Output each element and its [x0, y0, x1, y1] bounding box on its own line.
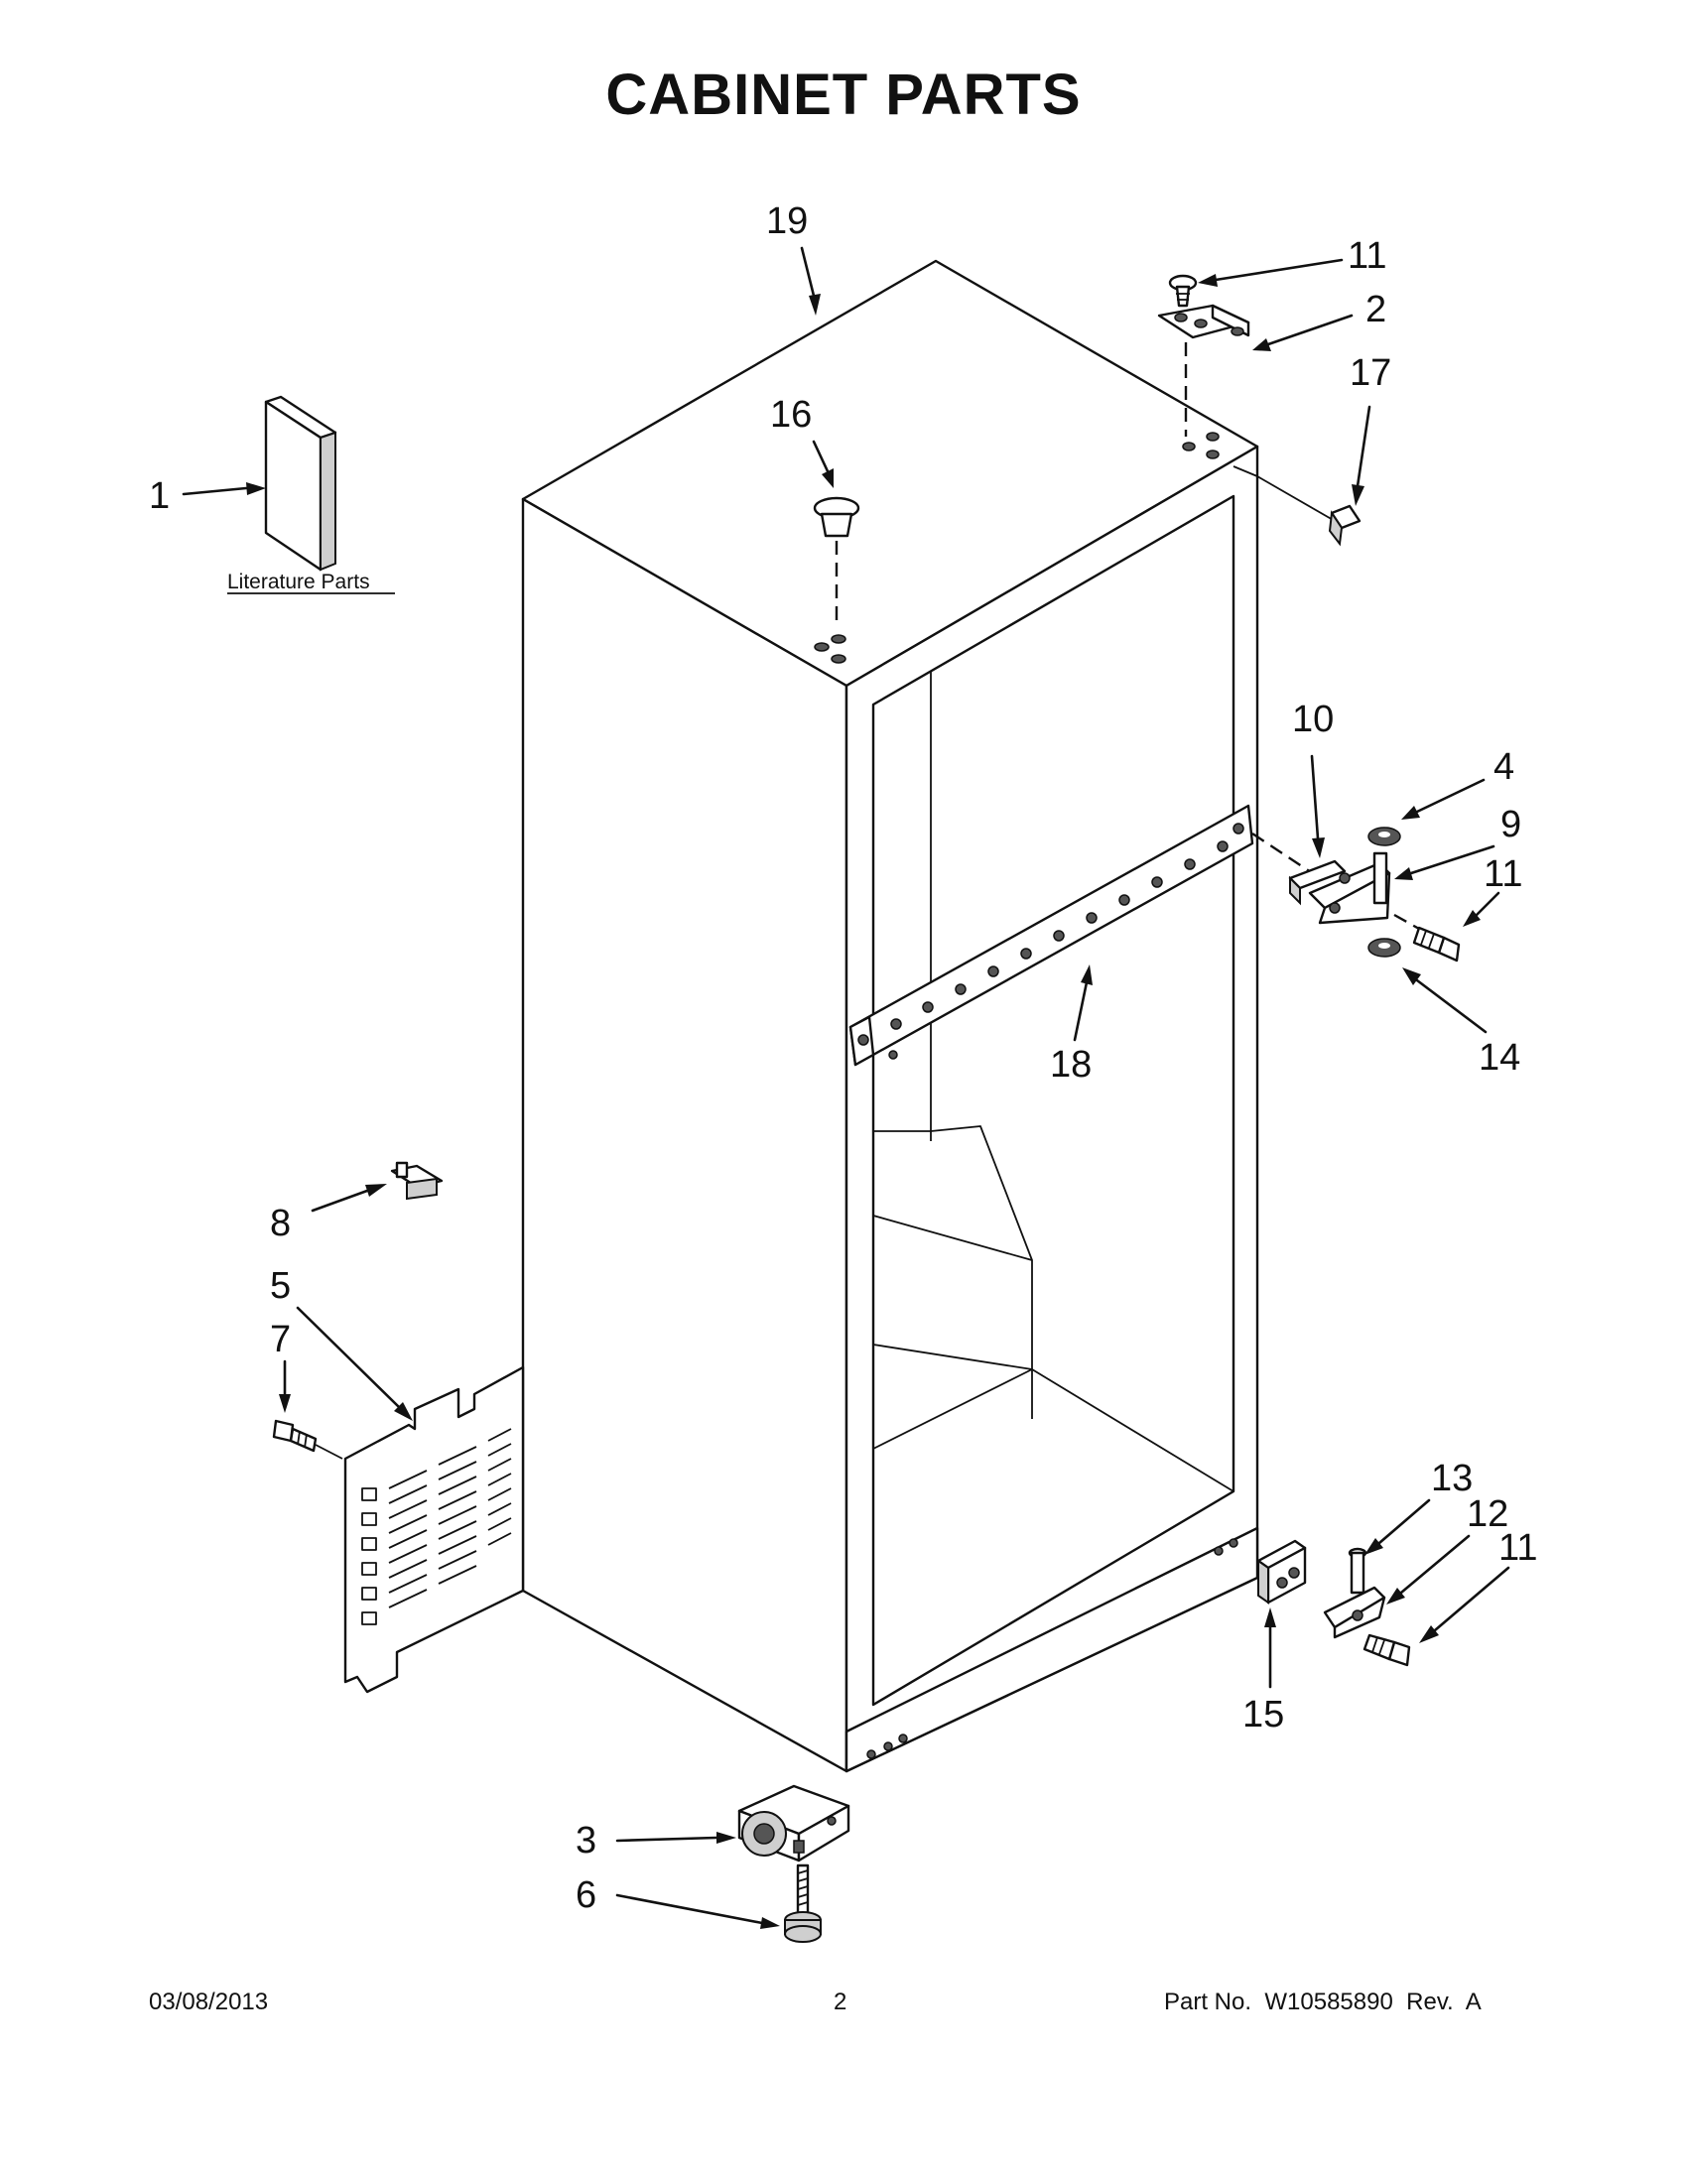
roller-assembly — [737, 1784, 850, 1863]
screw-top — [1168, 274, 1198, 308]
callout-8: 8 — [270, 1203, 291, 1244]
callout-10: 10 — [1292, 699, 1334, 740]
callout-11-top: 11 — [1348, 235, 1386, 277]
panel-screw — [272, 1419, 343, 1460]
callout-9: 9 — [1500, 804, 1521, 845]
middle-hinge-assembly — [1251, 827, 1445, 958]
screw-bottom — [1363, 1633, 1411, 1667]
leader-lines — [182, 246, 1510, 1929]
callout-7: 7 — [270, 1319, 291, 1360]
callout-17: 17 — [1350, 352, 1391, 394]
callout-16: 16 — [770, 394, 812, 436]
footer-page-number: 2 — [834, 1989, 847, 2015]
top-hinge — [1157, 304, 1250, 437]
callout-3: 3 — [576, 1820, 596, 1862]
footer-date: 03/08/2013 — [149, 1989, 269, 2015]
bottom-hinge-assembly — [1256, 1539, 1386, 1639]
center-hinge-bracket — [848, 804, 1254, 1067]
callout-13: 13 — [1431, 1458, 1473, 1499]
literature-book — [264, 395, 337, 572]
literature-parts-label: Literature Parts — [227, 571, 370, 593]
callout-2: 2 — [1365, 289, 1386, 330]
screw-middle — [1412, 926, 1461, 963]
rev-label: Rev. — [1406, 1989, 1454, 2015]
callout-6: 6 — [576, 1874, 596, 1916]
cabinet-body — [521, 259, 1259, 1773]
part-number: W10585890 — [1264, 1989, 1393, 2015]
callout-14: 14 — [1479, 1037, 1520, 1079]
part-label: Part No. — [1164, 1989, 1252, 2015]
rev-value: A — [1465, 1989, 1482, 2015]
callout-5: 5 — [270, 1265, 291, 1307]
callout-15: 15 — [1242, 1694, 1284, 1735]
callout-12: 12 — [1467, 1493, 1508, 1535]
footer-part-number: Part No. W10585890 Rev. A — [1164, 1989, 1482, 2016]
callout-18: 18 — [1050, 1044, 1092, 1086]
page-title: CABINET PARTS — [605, 63, 1082, 127]
callout-1: 1 — [149, 475, 170, 517]
callout-4: 4 — [1493, 746, 1514, 788]
rear-access-panel — [343, 1365, 525, 1694]
leveling-leg — [784, 1863, 822, 1943]
plug-button — [813, 496, 860, 625]
callout-numbers: 19 11 2 17 16 1 10 4 9 11 14 18 8 5 7 13… — [149, 200, 1537, 1916]
callout-11-bottom: 11 — [1498, 1527, 1537, 1569]
wire-clip — [390, 1161, 444, 1201]
callout-11-middle: 11 — [1484, 853, 1522, 895]
callout-19: 19 — [766, 200, 808, 242]
door-stop — [1256, 475, 1362, 547]
